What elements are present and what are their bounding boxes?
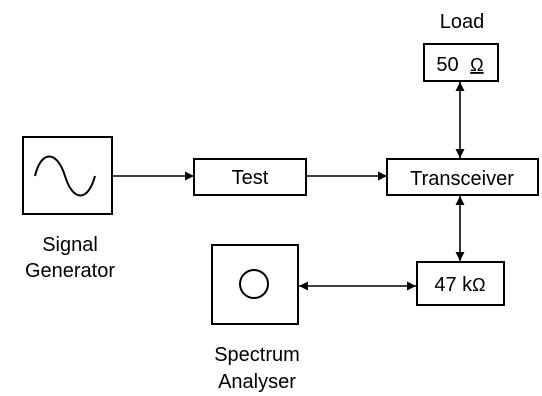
load-value-text: 50 Ω [436,54,483,76]
load-unit: Ω [470,55,483,75]
resistor-box [416,261,505,306]
load-value: 50 [436,54,458,76]
test-block: Test [193,158,307,196]
signal-generator: Signal Generator [22,136,115,282]
resistor-unit: Ω [472,275,485,295]
resistor-block: 47 kΩ [416,261,505,306]
load-box [423,43,499,82]
resistor-value: 47 k [434,274,473,296]
load-block: Load 50 Ω [423,11,499,82]
circle-display-icon [239,269,269,299]
signal-generator-caption-line1: Signal [42,234,98,256]
test-box [193,158,307,196]
test-label: Test [232,167,269,189]
signal-generator-box [22,136,113,215]
spectrum-analyser-box [211,244,299,325]
resistor-value-text: 47 kΩ [434,274,485,296]
transceiver-block: Transceiver [386,158,539,196]
load-caption: Load [440,11,485,33]
spectrum-analyser: Spectrum Analyser [211,244,300,393]
spectrum-analyser-caption-line1: Spectrum [214,344,300,366]
sine-wave-icon [34,155,96,197]
transceiver-box [386,158,539,196]
spectrum-analyser-caption-line2: Analyser [218,371,296,393]
transceiver-label: Transceiver [410,168,514,190]
signal-generator-caption-line2: Generator [25,260,115,282]
